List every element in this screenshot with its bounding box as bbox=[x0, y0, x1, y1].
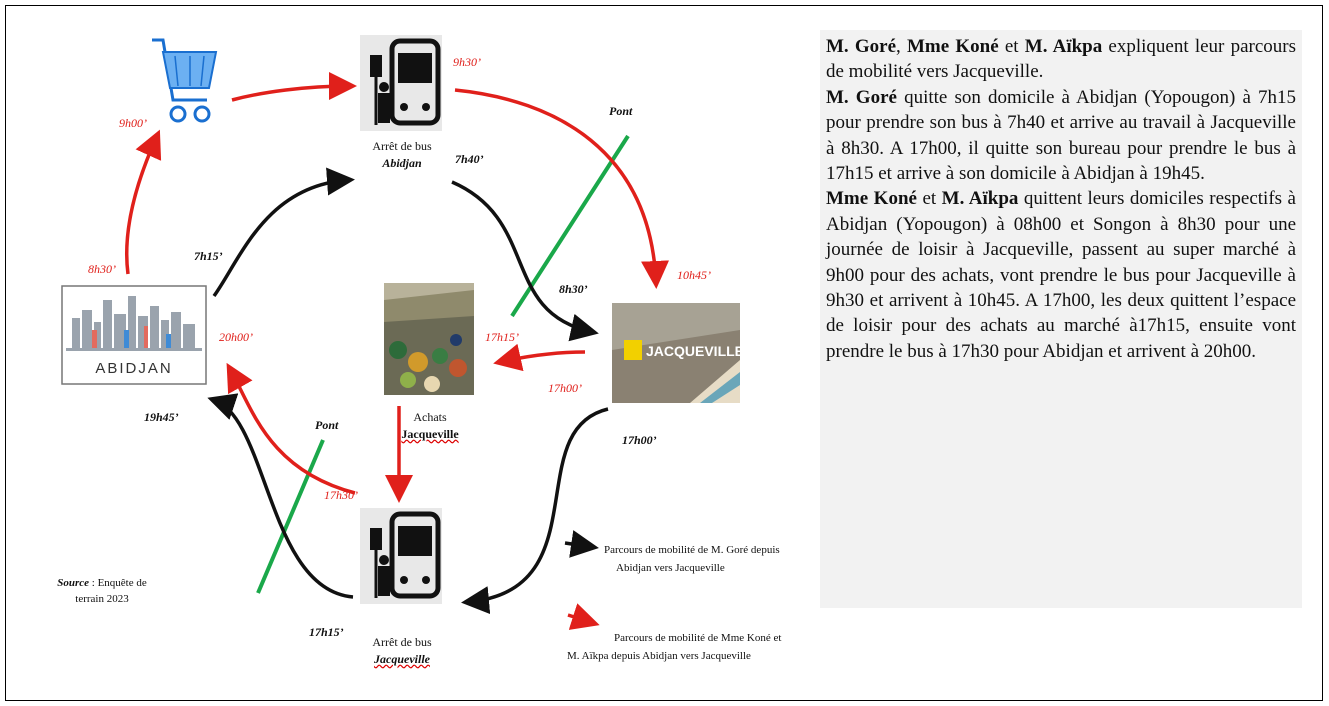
paragraph-gore: M. Goré quitte son domicile à Abidjan (Y… bbox=[826, 85, 1296, 187]
legend-red-line1: Parcours de mobilité de Mme Koné et bbox=[567, 629, 797, 647]
black-arrow-jacqueville-to-bus bbox=[468, 409, 608, 602]
text-sep: , bbox=[896, 36, 907, 57]
bridge-bottom-label: Pont bbox=[315, 418, 338, 433]
time-label-10h45: 10h45’ bbox=[677, 268, 711, 283]
source-label: Source bbox=[57, 577, 89, 589]
time-label-9h30: 9h30’ bbox=[453, 55, 481, 70]
time-label-17h30: 17h30’ bbox=[324, 488, 358, 503]
paragraph-intro: M. Goré, Mme Koné et M. Aïkpa expliquent… bbox=[826, 34, 1296, 85]
market-photo bbox=[384, 283, 474, 395]
time-label-19h45: 19h45’ bbox=[144, 410, 179, 425]
red-arrow-cart-to-bus bbox=[232, 86, 350, 100]
time-label-17h15-red: 17h15’ bbox=[485, 330, 519, 345]
legend-red-arrow bbox=[568, 615, 593, 623]
text-and-2: et bbox=[917, 188, 942, 209]
gore-text: quitte son domicile à Abidjan (Yopougon)… bbox=[826, 87, 1296, 184]
kone-aikpa-text: quittent leurs domiciles respectifs à Ab… bbox=[826, 188, 1296, 361]
text-and: et bbox=[999, 36, 1025, 57]
name-aikpa-2: M. Aïkpa bbox=[942, 188, 1019, 209]
time-label-8h30-black: 8h30’ bbox=[559, 282, 588, 297]
legend-red-line2: M. Aïkpa depuis Abidjan vers Jacqueville bbox=[567, 647, 797, 665]
jacqueville-banner: JACQUEVILLE bbox=[612, 303, 744, 403]
bus-stop-abidjan-caption: Arrêt de bus Abidjan bbox=[352, 138, 452, 172]
time-label-9h00: 9h00’ bbox=[119, 116, 147, 131]
time-label-7h40: 7h40’ bbox=[455, 152, 484, 167]
name-gore: M. Goré bbox=[826, 36, 896, 57]
bus-stop-abidjan-icon bbox=[360, 35, 442, 131]
source-note: Source : Enquête de terrain 2023 bbox=[52, 575, 152, 607]
name-aikpa: M. Aïkpa bbox=[1025, 36, 1102, 57]
red-arrow-abidjan-to-cart bbox=[127, 136, 157, 274]
legend-black-line1: Parcours de mobilité de M. Goré depuis bbox=[604, 541, 804, 559]
description-text-box: M. Goré, Mme Koné et M. Aïkpa expliquent… bbox=[820, 30, 1302, 608]
legend-black-text: Parcours de mobilité de M. Goré depuis A… bbox=[604, 541, 804, 577]
abidjan-skyline-logo: ABIDJAN bbox=[62, 286, 206, 384]
legend-red-text: Parcours de mobilité de Mme Koné et M. A… bbox=[567, 629, 797, 665]
source-line2: terrain 2023 bbox=[52, 591, 152, 607]
time-label-17h00-red: 17h00’ bbox=[548, 381, 582, 396]
bus-stop-jacqueville-icon bbox=[360, 508, 442, 604]
name-gore-2: M. Goré bbox=[826, 87, 897, 108]
time-label-20h00: 20h00’ bbox=[219, 330, 253, 345]
market-caption-line1: Achats bbox=[385, 409, 475, 426]
legend-black-arrow bbox=[565, 543, 592, 547]
bridge-top-label: Pont bbox=[609, 104, 632, 119]
source-rest: : Enquête de bbox=[89, 577, 147, 589]
red-arrow-jacqueville-to-market bbox=[500, 352, 585, 362]
bus-stop-jacqueville-line2: Jacqueville bbox=[374, 652, 430, 666]
time-label-17h00-black: 17h00’ bbox=[622, 433, 657, 448]
time-label-8h30-red: 8h30’ bbox=[88, 262, 116, 277]
abidjan-logo-text: ABIDJAN bbox=[95, 360, 172, 377]
bus-stop-abidjan-line2: Abidjan bbox=[382, 156, 421, 170]
name-kone-2: Mme Koné bbox=[826, 188, 917, 209]
legend-black-line2: Abidjan vers Jacqueville bbox=[604, 559, 804, 577]
jacqueville-banner-text: JACQUEVILLE bbox=[646, 343, 744, 359]
shopping-cart-icon bbox=[152, 40, 216, 121]
bus-stop-abidjan-line1: Arrêt de bus bbox=[352, 138, 452, 155]
bus-stop-jacqueville-line1: Arrêt de bus bbox=[352, 634, 452, 651]
time-label-7h15: 7h15’ bbox=[194, 249, 223, 264]
black-arrow-abidjan-to-bus bbox=[214, 180, 348, 296]
name-kone: Mme Koné bbox=[907, 36, 999, 57]
paragraph-kone-aikpa: Mme Koné et M. Aïkpa quittent leurs domi… bbox=[826, 186, 1296, 364]
time-label-17h15-black: 17h15’ bbox=[309, 625, 344, 640]
market-caption-line2: Jacqueville bbox=[401, 427, 458, 441]
market-caption: Achats Jacqueville bbox=[385, 409, 475, 443]
bus-stop-jacqueville-caption: Arrêt de bus Jacqueville bbox=[352, 634, 452, 668]
